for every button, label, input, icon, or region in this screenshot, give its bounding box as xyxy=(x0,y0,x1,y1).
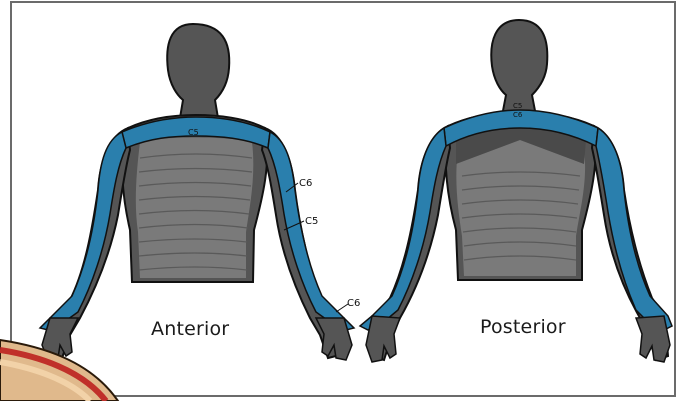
posterior-c5-neck-label: C5 xyxy=(513,102,522,110)
anterior-c5-chest-label: C5 xyxy=(188,128,199,137)
anterior-c6-hand-label: C6 xyxy=(347,298,360,309)
posterior-left-hand xyxy=(366,316,400,362)
posterior-right-hand xyxy=(636,316,670,362)
posterior-c6-neck-label: C6 xyxy=(513,111,523,119)
anterior-c6-arm-label: C6 xyxy=(299,178,312,189)
posterior-view-label: Posterior xyxy=(480,316,566,338)
anterior-view-label: Anterior xyxy=(151,318,229,340)
anterior-c5-arm-label: C5 xyxy=(305,216,318,227)
anterior-chest-area xyxy=(136,138,253,279)
